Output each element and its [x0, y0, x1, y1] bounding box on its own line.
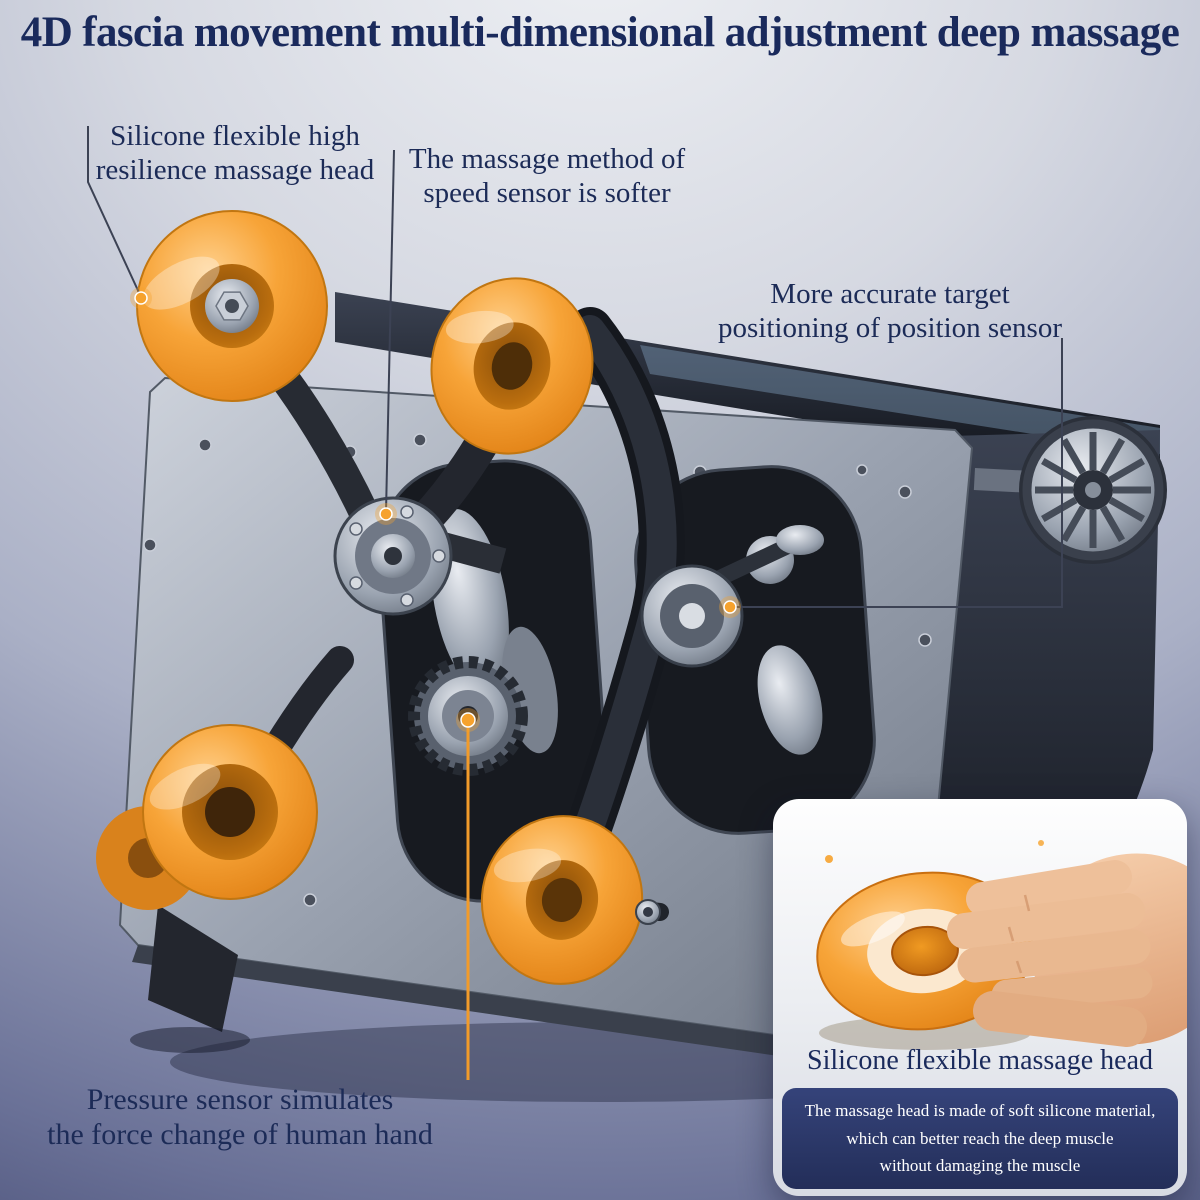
callout-line: resilience massage head: [95, 153, 375, 186]
inset-caption-line: without damaging the muscle: [879, 1156, 1081, 1176]
callout-silicone-head: Silicone flexible high resilience massag…: [75, 120, 395, 187]
leader-lines: [87, 126, 1063, 1080]
silicone-head-inset-card: Silicone flexible massage head The massa…: [773, 799, 1187, 1196]
callout-line: positioning of position sensor: [718, 311, 1062, 344]
callout-line: Pressure sensor simulates: [86, 1083, 394, 1116]
page-title: 4D fascia movement multi-dimensional adj…: [20, 9, 1180, 56]
callout-line: Silicone flexible high: [110, 120, 360, 152]
inset-caption: The massage head is made of soft silicon…: [782, 1088, 1178, 1189]
massage-roller-top-left: [136, 210, 328, 402]
callout-pressure-sensor: Pressure sensor simulates the force chan…: [30, 1083, 450, 1153]
callout-line: the force change of human hand: [47, 1117, 433, 1151]
position-sensor-hub: [640, 525, 824, 668]
massage-roller-bottom-left: [142, 724, 318, 900]
inset-caption-line: which can better reach the deep muscle: [846, 1128, 1114, 1148]
callout-position-sensor: More accurate target positioning of posi…: [690, 278, 1090, 345]
inset-caption-line: The massage head is made of soft silicon…: [804, 1101, 1156, 1120]
hand-illustration: [947, 853, 1187, 1047]
center-hub: [333, 496, 507, 616]
massage-rollers: [96, 210, 661, 985]
callout-dots: [130, 287, 741, 732]
massage-roller-top-center: [430, 277, 594, 455]
support-leg: [130, 905, 250, 1053]
massage-roller-bottom-center: [480, 815, 644, 985]
callout-line: More accurate target: [770, 278, 1010, 310]
silicone-head-demo-illustration: [816, 840, 1187, 1050]
callout-speed-sensor: The massage method of speed sensor is so…: [392, 143, 702, 210]
callout-line: The massage method of: [408, 143, 686, 175]
callout-line: speed sensor is softer: [423, 176, 671, 209]
inset-title: Silicone flexible massage head: [807, 1045, 1153, 1076]
